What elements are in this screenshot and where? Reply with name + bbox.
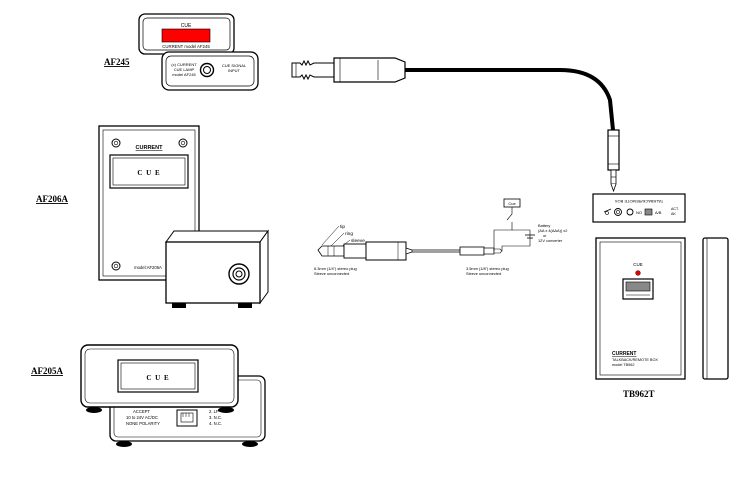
battery-1: Battery <box>538 223 550 228</box>
tb962t-cue-led <box>635 270 641 276</box>
af245-input-title-1: CUE SIGNAL <box>222 63 247 68</box>
af205a-rear-1: ACCEPT <box>133 409 150 414</box>
tb962t-sub-1: TALKBACK/REMOTE BOX <box>612 358 658 362</box>
cable <box>405 68 615 131</box>
af205a-cue-text: C U E <box>146 374 169 382</box>
left-caption-1: 6.3mm (1/4") stereo plug <box>314 266 357 271</box>
tb962t-top-act: ACT. <box>671 207 679 211</box>
tb962t-top-ak: AK <box>671 212 676 216</box>
right-caption-2: Sleeve unconnected <box>466 271 501 276</box>
af245-lamp-cue-text: CUE <box>181 23 192 29</box>
tb962t-top-strip-text: TALKBACK/REMOTE BOX <box>614 199 663 204</box>
battery-2: (AA x 4(AAA)) x2 <box>538 228 567 233</box>
af245-unit: CUE CURRENT model AF245 (c) CURRENT CUE … <box>138 13 259 91</box>
label-tb962t: TB962T <box>623 389 655 399</box>
tb962t-top-strip <box>592 193 686 223</box>
label-af205a: AF205A <box>31 366 63 376</box>
af206a-brand: CURRENT <box>136 145 164 151</box>
af245-input-brand-3: model AF245 <box>172 72 196 77</box>
battery-3: or <box>543 233 547 238</box>
af205a-unit: ACCEPT 10 to 24V AC/DC NONE POLARITY 1. … <box>80 344 266 447</box>
plug-part-ring: ring <box>345 231 353 237</box>
af206a-model: model:AF206A <box>134 265 162 270</box>
tb962t-brand: CURRENT <box>612 351 636 357</box>
af245-input-title-2: INPUT <box>228 68 241 73</box>
plug-part-tip: tip <box>340 224 345 230</box>
left-caption-2: Sleeve unconnected <box>314 271 349 276</box>
tb962t-sub-2: model TB962 <box>612 363 635 367</box>
af206a-cue-text: C U E <box>137 169 160 177</box>
af205a-pin-2: 2. LP - <box>209 409 222 414</box>
phone-plug-cable <box>291 57 620 193</box>
af245-lamp-brand: CURRENT model AF245 <box>162 44 210 49</box>
tb962t-top-ab: A/B <box>655 210 662 215</box>
tb962t-top-no: NO <box>636 210 642 215</box>
tb962t-cue-label: CUE <box>633 262 643 267</box>
plug-part-sleeve: sleeve <box>351 238 365 244</box>
tb962t-side-view <box>702 237 729 380</box>
plug-body <box>333 57 406 83</box>
af245-red-lamp <box>161 28 211 43</box>
cue-lamp-label: Cue <box>508 201 516 206</box>
af205a-pin-3: 3. N.C. <box>209 415 222 420</box>
af206a-unit: CURRENT C U E model:AF206A <box>98 125 269 308</box>
af205a-rear-3: NONE POLARITY <box>126 421 160 426</box>
af245-input-brand-1: (c) CURRENT <box>171 62 197 67</box>
af205a-pin-4: 4. N.C. <box>209 421 222 426</box>
tb962t-main-box <box>595 237 686 380</box>
label-af245: AF245 <box>104 57 130 67</box>
af206a-cue-window <box>109 154 189 189</box>
af205a-rear-2: 10 to 24V AC/DC <box>126 415 158 420</box>
right-caption-1: 3.5mm (1/8") stereo plug <box>466 266 509 271</box>
tb962t-unit: TALKBACK/REMOTE BOX NO A/B ACT. AK CUE C… <box>592 193 729 380</box>
af205a-cue-window <box>117 359 199 393</box>
af245-input-brand-2: CUE LAMP <box>174 67 195 72</box>
label-af206a: AF206A <box>36 194 68 204</box>
plug-wiring-diagram: tip ring sleeve 6.3mm (1/4") stereo plug… <box>314 198 567 276</box>
af205a-rj-socket <box>176 409 198 427</box>
battery-4: 12V converter <box>538 238 563 243</box>
